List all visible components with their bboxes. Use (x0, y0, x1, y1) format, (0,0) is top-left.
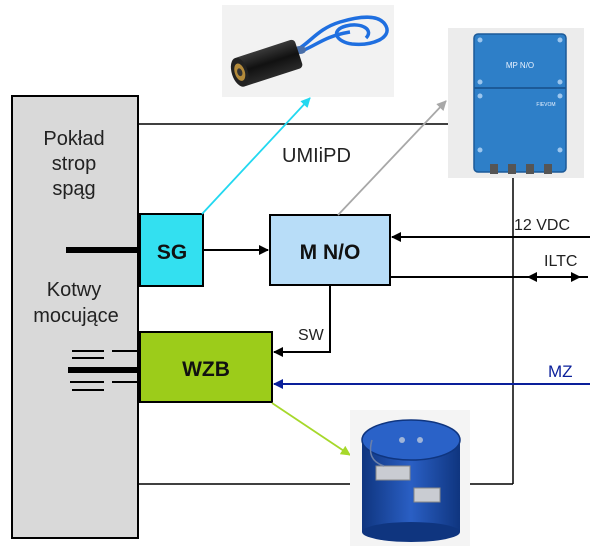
seam-wall (11, 95, 139, 539)
wzb-label: WZB (182, 358, 230, 381)
module-photo: MP N/O FIEVOM (448, 28, 584, 178)
seam-label-line2: strop (52, 153, 96, 175)
module-label-bottom: FIEVOM (536, 102, 555, 108)
seam-label-line3: spąg (52, 178, 95, 200)
mno-label: M N/O (300, 241, 361, 264)
umiipd-label: UMIiPD (282, 145, 351, 167)
sensor-photo (222, 5, 394, 97)
anchor-label-line2: mocujące (33, 305, 119, 327)
vdc-label: 12 VDC (514, 217, 570, 234)
module-label-top: MP N/O (506, 61, 534, 70)
sw-label: SW (298, 327, 325, 344)
wzb-to-tank-arrow (271, 402, 351, 456)
sw-arrow (273, 285, 331, 357)
seam-label-line1: Pokład (43, 128, 104, 150)
tank-photo (350, 410, 470, 546)
mno-to-module-arrow (337, 100, 447, 216)
wzb-box (139, 331, 273, 403)
sg-label: SG (157, 241, 187, 264)
sg-to-sensor-arrow (201, 97, 311, 215)
sg-box (139, 213, 204, 287)
mz-label: MZ (548, 362, 573, 381)
wzb-anchor-lines (68, 350, 140, 391)
iltc-label: ILTC (544, 253, 577, 270)
anchor-label-line1: Kotwy (47, 279, 101, 301)
